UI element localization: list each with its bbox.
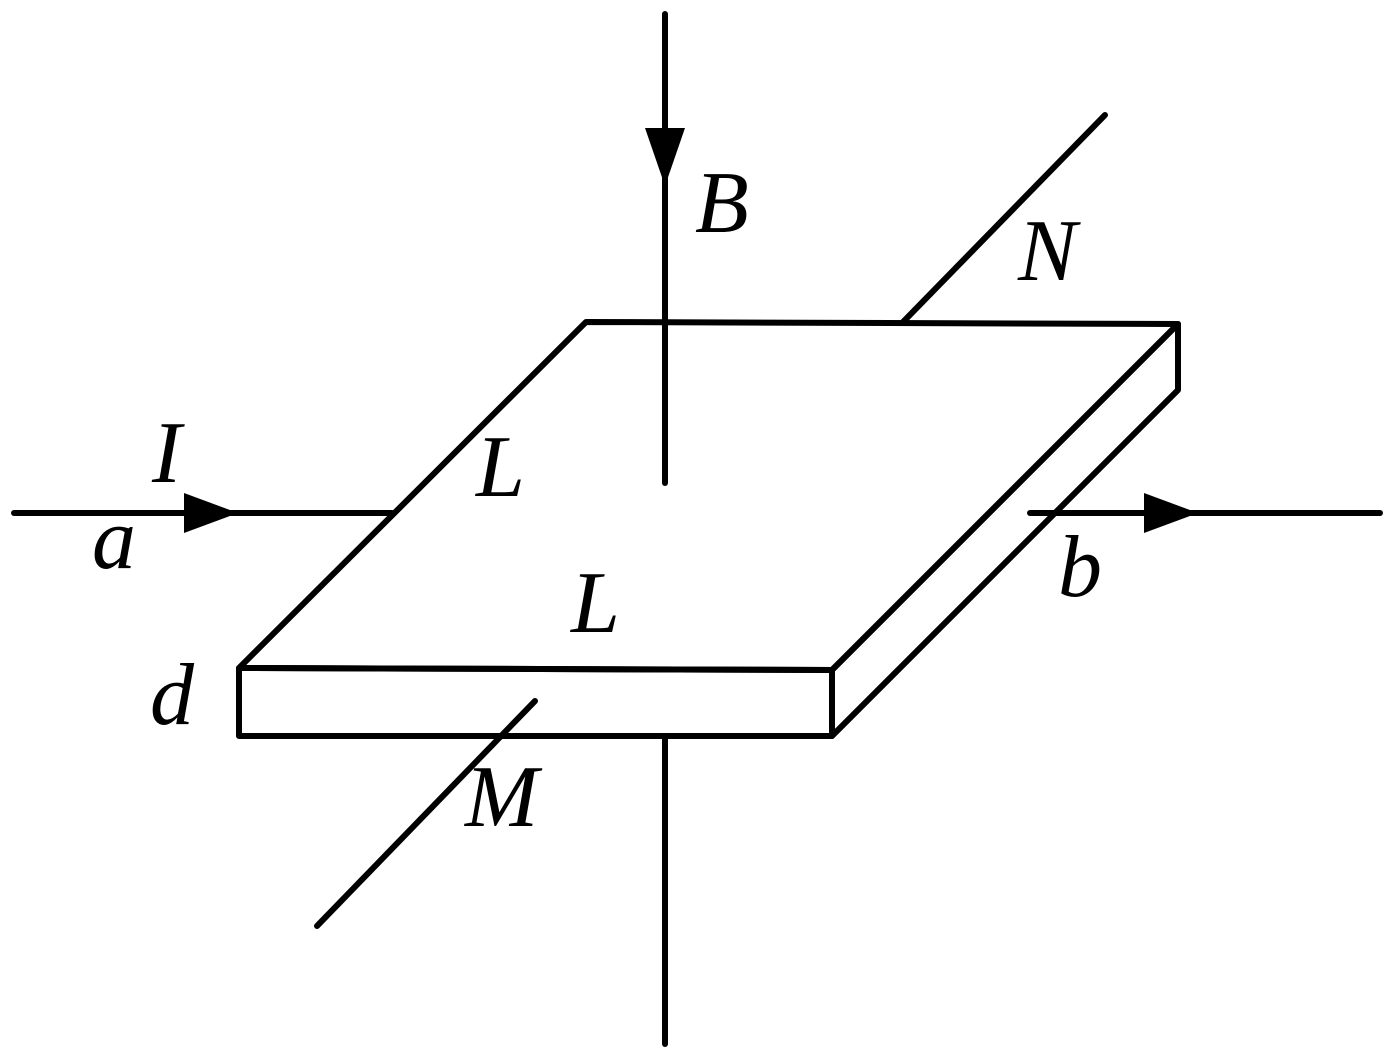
label-L-front: L [569,555,620,652]
label-d: d [150,647,195,744]
label-a: a [92,491,136,588]
axis-n-line [900,112,1108,325]
label-b: b [1058,519,1102,616]
slab-top-face [236,319,1181,673]
label-M: M [463,749,543,846]
label-L-left: L [474,419,525,516]
label-I: I [151,405,185,502]
field-arrow-down-icon [645,128,685,186]
current-arrow-b-icon [1144,493,1198,533]
label-B: B [695,155,749,252]
label-N: N [1017,203,1081,300]
current-arrow-a-icon [184,493,238,533]
slab-side-face [829,321,1181,739]
